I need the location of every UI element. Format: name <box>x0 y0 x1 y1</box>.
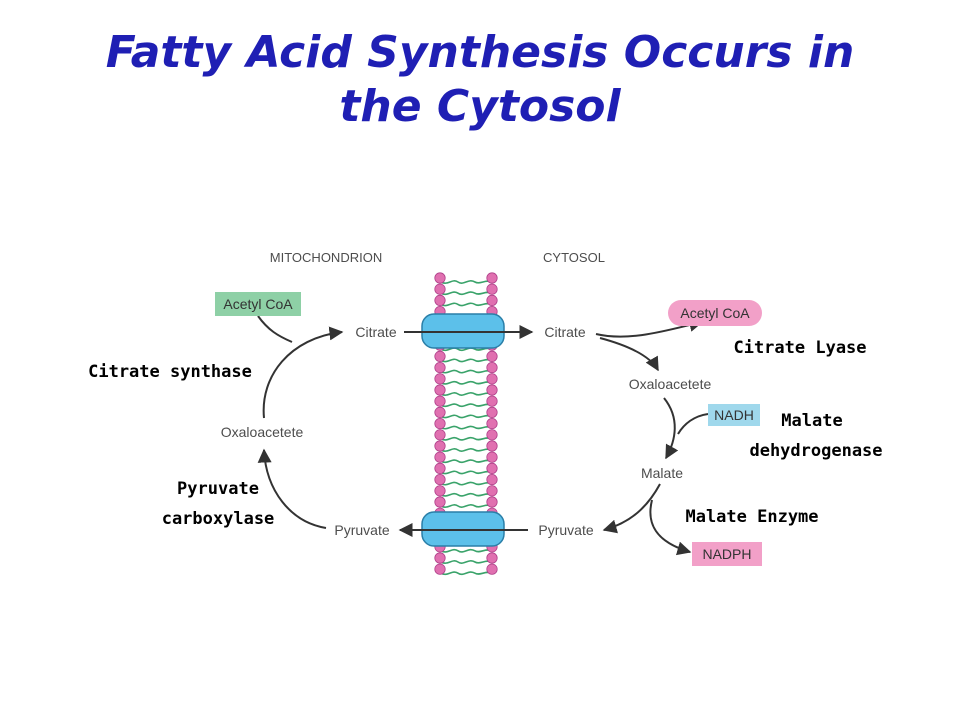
lipid-head <box>434 350 446 362</box>
lipid-tail <box>440 492 492 497</box>
arrow-acetyl-coa-input <box>257 315 293 343</box>
enzyme-malate-enzyme: Malate Enzyme <box>685 507 818 527</box>
cyto-oxaloacetate: Oxaloacetete <box>629 376 712 392</box>
lipid-tail <box>440 280 492 284</box>
arrow-pyruvate-to-oxaloacetate <box>257 448 327 529</box>
lipid-tail <box>440 436 492 441</box>
slide-title: Fatty Acid Synthesis Occurs in the Cytos… <box>105 27 855 132</box>
mito-acetyl-coa: Acetyl CoA <box>223 296 293 312</box>
lipid-head <box>486 496 498 508</box>
lipid-head <box>434 451 446 463</box>
lipid-head <box>486 373 498 385</box>
lipid-tail <box>440 414 492 419</box>
lipid-head <box>434 563 446 575</box>
cytosol-label: CYTOSOL <box>543 250 605 265</box>
arrow-malate-to-pyruvate <box>602 483 661 534</box>
lipid-tail <box>440 470 492 475</box>
lipid-tail <box>440 571 492 576</box>
enzyme-malate-dehydrogenase-line2: dehydrogenase <box>749 441 882 461</box>
lipid-head <box>486 283 498 295</box>
lipid-head <box>434 485 446 497</box>
lipid-tail <box>440 459 492 464</box>
enzyme-citrate-synthase: Citrate synthase <box>88 362 252 382</box>
enzyme-citrate-lyase: Citrate Lyase <box>733 338 866 358</box>
arrow-citrate-to-oxaloacetate <box>599 337 659 372</box>
lipid-tail <box>440 481 492 486</box>
lipid-head <box>434 462 446 474</box>
lipid-head <box>434 417 446 430</box>
mito-oxaloacetate: Oxaloacetete <box>221 424 304 440</box>
mito-pyruvate: Pyruvate <box>334 522 389 538</box>
lipid-tail <box>440 403 492 408</box>
inner-mitochondrial-membrane <box>421 272 505 576</box>
mito-acetyl-coa-box <box>215 292 301 316</box>
lipid-head <box>486 294 498 306</box>
lipid-head <box>486 384 498 396</box>
arrow-oxaloacetate-to-malate <box>663 397 679 460</box>
lipid-head <box>486 361 498 374</box>
lipid-head <box>486 395 498 407</box>
lipid-head <box>434 440 446 452</box>
lipid-tail <box>440 560 492 564</box>
lipid-tail <box>440 291 492 296</box>
lipid-head <box>434 552 446 564</box>
mitochondrion-label: MITOCHONDRION <box>270 250 382 265</box>
lipid-head <box>434 384 446 396</box>
lipid-tail <box>440 302 492 307</box>
cyto-malate: Malate <box>641 465 683 481</box>
lipid-head <box>486 485 498 497</box>
lipid-head <box>486 406 498 418</box>
lipid-tail <box>440 369 492 374</box>
lipid-head <box>486 451 498 463</box>
arrow-oxaloacetate-to-citrate <box>262 326 344 419</box>
cyto-nadh: NADH <box>714 407 754 423</box>
lipid-head <box>486 440 498 452</box>
lipid-head <box>486 462 498 474</box>
cyto-nadph-box <box>692 542 762 566</box>
lipid-head <box>434 294 446 306</box>
lipid-head <box>486 272 498 284</box>
cyto-nadh-box <box>708 404 760 426</box>
cyto-citrate: Citrate <box>544 324 585 340</box>
cyto-nadph: NADPH <box>702 546 751 562</box>
lipid-head <box>486 429 498 441</box>
enzyme-pyruvate-carboxylase-line1: Pyruvate <box>177 479 259 499</box>
lipid-tail <box>440 380 492 385</box>
lipid-head <box>434 429 446 441</box>
lipid-head <box>486 563 498 575</box>
lipid-head <box>486 552 498 564</box>
lipid-tail <box>440 358 492 363</box>
lipid-head <box>434 395 446 407</box>
lipid-head <box>486 417 498 430</box>
lipid-head <box>434 272 446 284</box>
lipid-head <box>434 473 446 486</box>
enzyme-malate-dehydrogenase-line1: Malate <box>781 411 842 431</box>
arrow-nadph-output <box>649 499 692 556</box>
cyto-acetyl-coa-box <box>668 300 762 326</box>
lipid-tail <box>440 425 492 430</box>
lipid-head <box>434 373 446 385</box>
lipid-tail <box>440 504 492 508</box>
lipid-head <box>434 406 446 418</box>
cyto-acetyl-coa: Acetyl CoA <box>680 305 750 321</box>
lipid-head <box>434 283 446 295</box>
arrow-nadh-input <box>677 413 709 435</box>
lipid-head <box>434 496 446 508</box>
lipid-tail <box>440 448 492 452</box>
lipid-tail <box>440 392 492 396</box>
cyto-pyruvate: Pyruvate <box>538 522 593 538</box>
lipid-tail <box>440 548 492 553</box>
lipid-head <box>486 473 498 486</box>
mito-citrate: Citrate <box>355 324 396 340</box>
lipid-tail <box>440 347 492 352</box>
lipid-head <box>434 361 446 374</box>
enzyme-pyruvate-carboxylase-line2: carboxylase <box>162 509 275 529</box>
lipid-head <box>486 350 498 362</box>
